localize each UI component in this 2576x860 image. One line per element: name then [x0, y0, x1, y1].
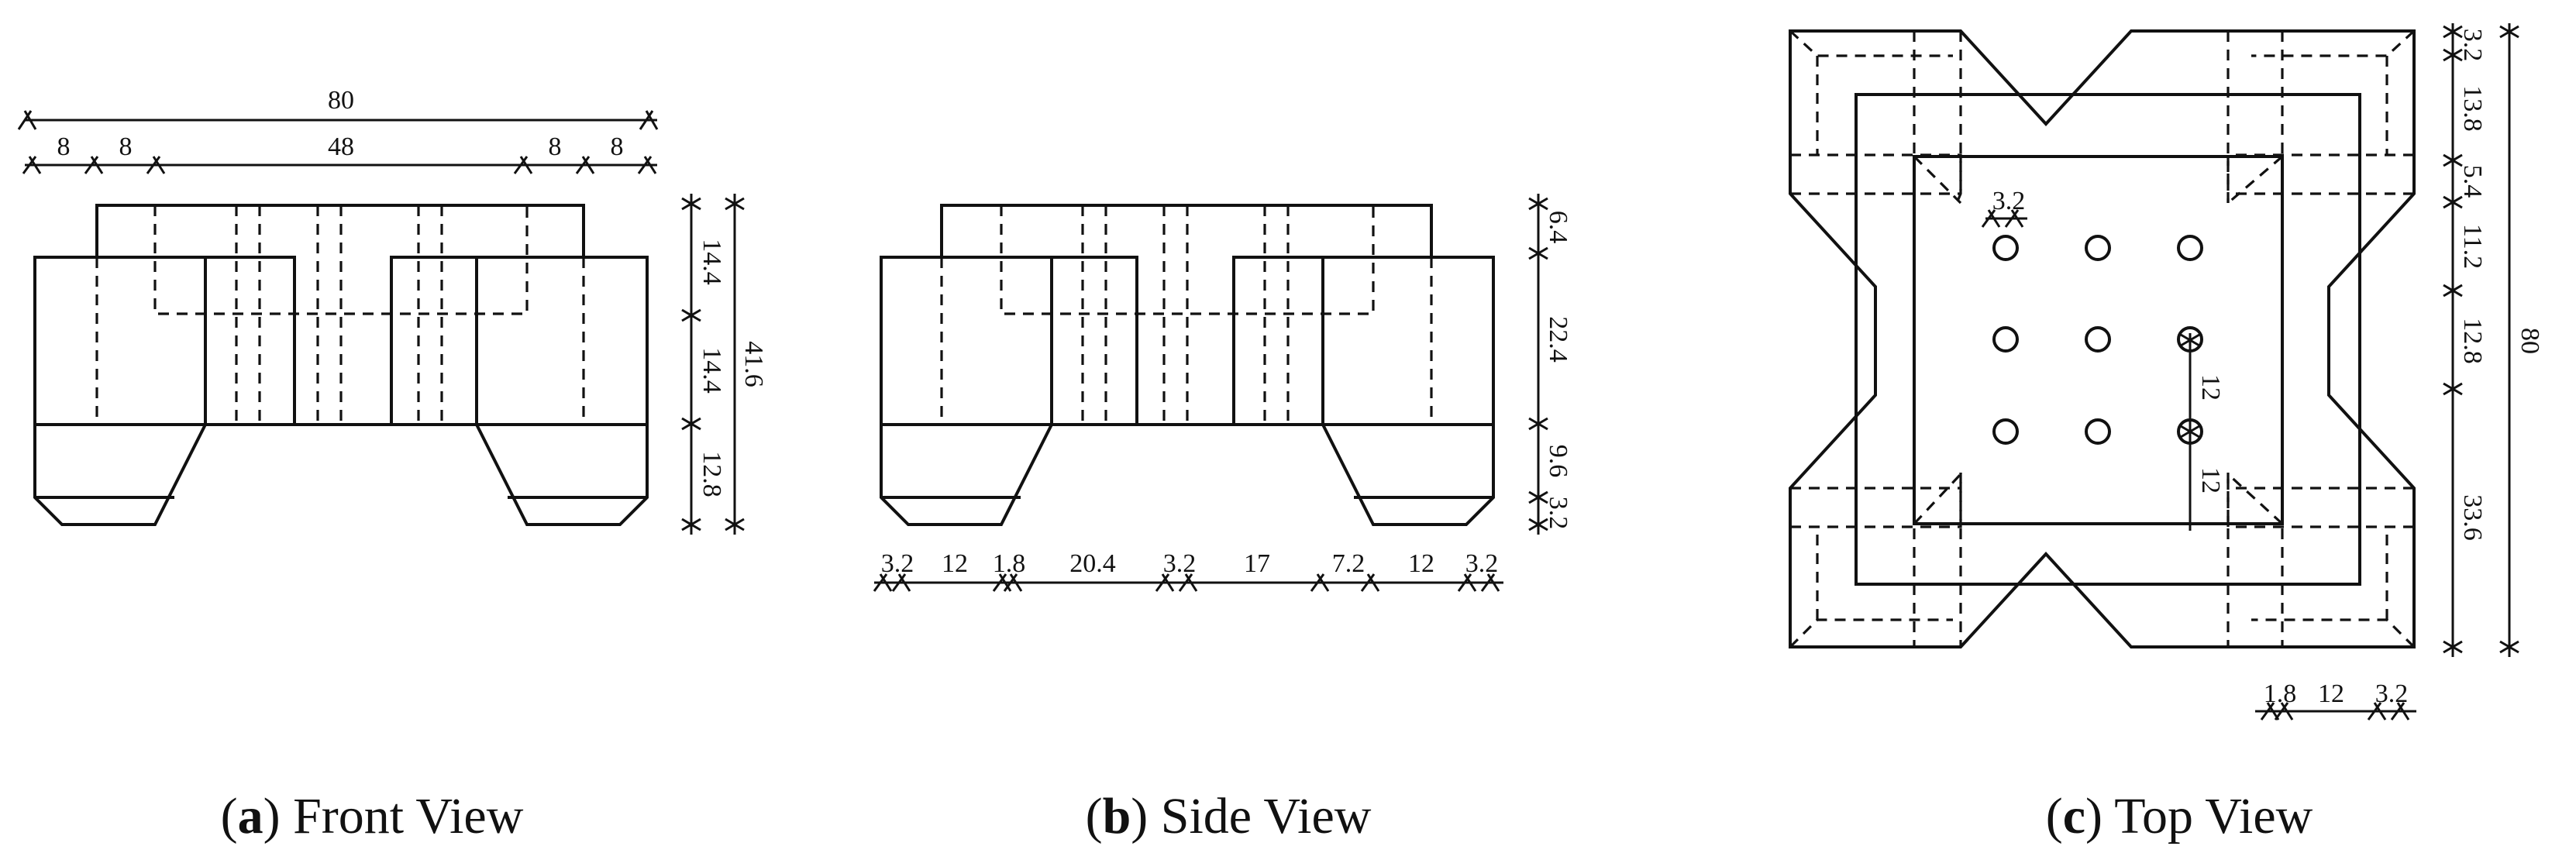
- side-dim-label: 7.2: [1332, 549, 1365, 578]
- side-dim-label: 6.4: [1544, 211, 1572, 244]
- front-dim-label: 14.4: [697, 347, 726, 394]
- side-dim-label: 9.6: [1544, 445, 1572, 478]
- front-right-foot: [475, 424, 649, 526]
- side-view: 6.4 22.4 9.6 3.2 3.2 12 1.8 20.4 3.2 17 …: [873, 194, 1572, 592]
- top-hidden-corner: [1789, 29, 1962, 204]
- front-dim-label: 14.4: [697, 239, 726, 285]
- side-dim-bottom-segments: 3.2 12 1.8 20.4 3.2 17 7.2 12 3.2: [873, 549, 1503, 592]
- top-dim-label: 33.6: [2458, 494, 2487, 541]
- hole: [1992, 235, 2019, 261]
- front-dim-overall-width: 80: [17, 86, 659, 130]
- front-dim-top-segments: 8 8 48 8 8: [22, 132, 657, 174]
- top-dim-label: 3.2: [1992, 187, 2026, 215]
- front-left-foot: [33, 424, 207, 526]
- front-dim-right-segments: 14.4 14.4 12.8: [681, 194, 726, 535]
- front-dim-label: 8: [549, 132, 562, 161]
- side-left-foot: [880, 424, 1053, 526]
- top-dim-label: 12: [2318, 679, 2344, 708]
- front-view: 80 8 8 48 8 8 14.4 14.4 12.8: [17, 86, 768, 535]
- side-dim-label: 12: [1408, 549, 1434, 578]
- top-hole-grid: [1992, 235, 2203, 445]
- side-right-foot: [1321, 424, 1495, 526]
- top-dim-label: 12: [2196, 374, 2225, 401]
- front-dim-label: 8: [119, 132, 133, 161]
- top-hidden-corner: [1913, 473, 1962, 525]
- side-dim-label: 17: [1244, 549, 1270, 578]
- caption-label: Side View: [1161, 788, 1372, 845]
- top-dim-overall-height: 80: [2499, 23, 2544, 657]
- top-inner-frame: [1855, 93, 2361, 586]
- top-view: 3.2 12 12 3.2 13.8 5.4 11.2 12.8 33.6: [1789, 23, 2544, 721]
- side-dim-label: 20.4: [1069, 549, 1116, 578]
- side-dim-label: 1.8: [993, 549, 1026, 578]
- hole: [2177, 235, 2203, 261]
- caption-front-view: (a) Front View: [221, 788, 524, 845]
- front-dim-label: 8: [57, 132, 71, 161]
- hole: [2085, 235, 2111, 261]
- hole: [2085, 326, 2111, 353]
- caption-letter: b: [1103, 788, 1131, 845]
- caption-label: Front View: [293, 788, 524, 845]
- top-dim-label: 3.2: [2375, 679, 2409, 708]
- side-dim-label: 3.2: [1465, 549, 1499, 578]
- side-dim-right-segments: 6.4 22.4 9.6 3.2: [1528, 194, 1572, 535]
- top-hidden-corner: [2226, 473, 2416, 648]
- top-hidden-corner: [2226, 29, 2416, 203]
- side-dim-label: 3.2: [1163, 549, 1197, 578]
- caption-label: Top View: [2114, 788, 2313, 845]
- top-dim-label: 3.2: [2458, 29, 2487, 62]
- hole: [2085, 418, 2111, 445]
- front-dim-overall-height: 41.6: [725, 194, 768, 535]
- top-dim-label: 5.4: [2458, 165, 2487, 198]
- top-hidden-corner: [1913, 155, 1962, 205]
- front-dim-label: 48: [328, 132, 354, 161]
- top-hidden-corner: [2226, 155, 2284, 205]
- caption-letter: c: [2063, 788, 2085, 845]
- hole: [1992, 326, 2019, 353]
- caption-letter: a: [238, 788, 263, 845]
- top-outer-outline: [1789, 29, 2416, 648]
- top-hidden-corner: [1789, 473, 1962, 648]
- top-dim-label: 12: [2196, 467, 2225, 494]
- front-dim-label: 8: [611, 132, 624, 161]
- caption-side-view: (b) Side View: [1086, 788, 1372, 845]
- top-dim-label: 80: [2516, 328, 2544, 354]
- top-dim-label: 11.2: [2458, 224, 2487, 269]
- front-hidden-recess: [153, 205, 529, 315]
- side-dim-label: 22.4: [1544, 316, 1572, 363]
- front-dim-label: 12.8: [697, 451, 726, 497]
- caption-top-view: (c) Top View: [2046, 788, 2313, 845]
- top-hidden-corner: [2226, 473, 2284, 525]
- front-dim-label: 41.6: [739, 341, 768, 387]
- side-hidden-recess: [1000, 205, 1375, 315]
- top-dim-hole: 3.2: [1981, 187, 2027, 228]
- hole: [1992, 418, 2019, 445]
- top-dim-label: 12.8: [2458, 318, 2487, 364]
- top-dim-pitch: 12 12: [2180, 333, 2225, 531]
- side-dim-label: 3.2: [881, 549, 914, 578]
- top-inner-platform: [1913, 155, 2284, 525]
- side-dim-label: 3.2: [1544, 497, 1572, 530]
- top-dim-label: 13.8: [2458, 85, 2487, 132]
- front-dim-label: 80: [328, 86, 354, 115]
- top-dim-label: 1.8: [2264, 679, 2297, 708]
- top-dim-right-segments: 3.2 13.8 5.4 11.2 12.8 33.6: [2443, 23, 2487, 657]
- side-dim-label: 12: [942, 549, 968, 578]
- top-dim-bottom-segments: 1.8 12 3.2: [2255, 679, 2416, 721]
